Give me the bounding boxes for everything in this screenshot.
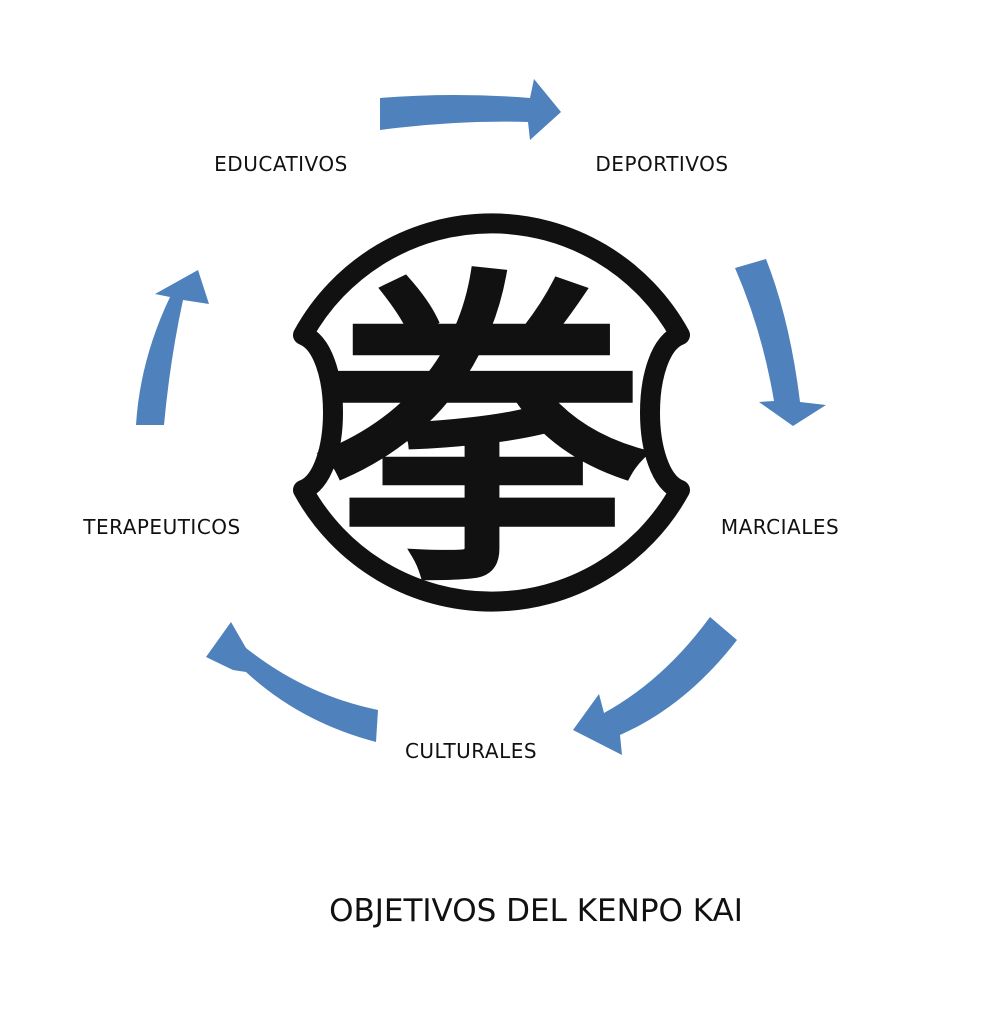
label-educativos: EDUCATIVOS (214, 152, 348, 176)
kenpo-emblem: 拳 (293, 213, 690, 628)
arrow-bottom-left (206, 622, 378, 742)
arrow-bottom-right (573, 617, 737, 755)
kanji-glyph: 拳 (312, 244, 652, 628)
arrow-left (136, 270, 209, 425)
arrow-top (380, 79, 561, 140)
label-marciales: MARCIALES (721, 515, 839, 539)
arrow-right (735, 259, 826, 426)
objective-labels: EDUCATIVOS DEPORTIVOS MARCIALES CULTURAL… (82, 152, 839, 763)
label-culturales: CULTURALES (405, 739, 537, 763)
emblem-outline (293, 213, 690, 612)
label-terapeuticos: TERAPEUTICOS (82, 515, 240, 539)
diagram-title: OBJETIVOS DEL KENPO KAI (329, 893, 743, 929)
label-deportivos: DEPORTIVOS (595, 152, 728, 176)
cycle-arrows (136, 79, 826, 755)
